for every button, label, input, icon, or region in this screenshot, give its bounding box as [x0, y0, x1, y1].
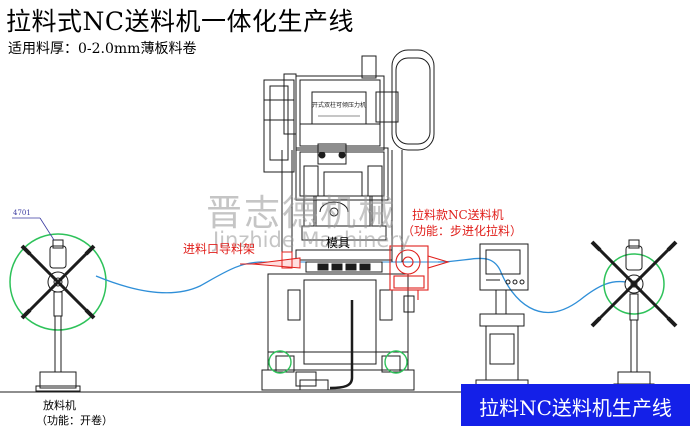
- mould-label: 模具: [326, 236, 351, 250]
- right-uncoiler: [590, 239, 678, 391]
- uncoiler-function-label: （功能：开卷）: [36, 414, 113, 427]
- uncoiler-label: 放料机: [43, 399, 76, 412]
- press-foot-ring-right: [384, 350, 408, 374]
- right-uncoiler-highlight-ring: [603, 253, 665, 315]
- press-foot-ring-left: [268, 350, 292, 374]
- watermark-cn: 晋志德机械: [206, 193, 397, 234]
- nc-feeder-label: 拉料款NC送料机: [412, 208, 504, 222]
- left-uncoiler-highlight-ring: [9, 233, 107, 331]
- dimension-label: 4701: [13, 209, 31, 217]
- feed-guide: [240, 251, 301, 269]
- coil-material-path: [95, 261, 263, 294]
- left-uncoiler: [9, 233, 107, 392]
- watermark-en: Jinzhide Machinery: [213, 228, 411, 252]
- page-subtitle: 适用料厚：0-2.0mm薄板料卷: [8, 41, 197, 57]
- dimension-marker: [12, 217, 55, 241]
- nc-feeder-function-label: （功能：步进化拉料）: [402, 224, 523, 238]
- nc-feeder: [389, 245, 450, 300]
- svg-text:开式双柱可倾压力机: 开式双柱可倾压力机: [312, 101, 366, 109]
- banner-text: 拉料NC送料机生产线: [479, 396, 672, 420]
- banner: 拉料NC送料机生产线: [461, 384, 690, 426]
- punch-press: 开式双柱可倾压力机: [261, 49, 435, 391]
- page-title: 拉料式NC送料机一体化生产线: [6, 7, 355, 36]
- feed-guide-label: 进料口导料架: [183, 242, 256, 256]
- coil-material-path-right: [437, 257, 627, 313]
- control-panel: [475, 243, 529, 391]
